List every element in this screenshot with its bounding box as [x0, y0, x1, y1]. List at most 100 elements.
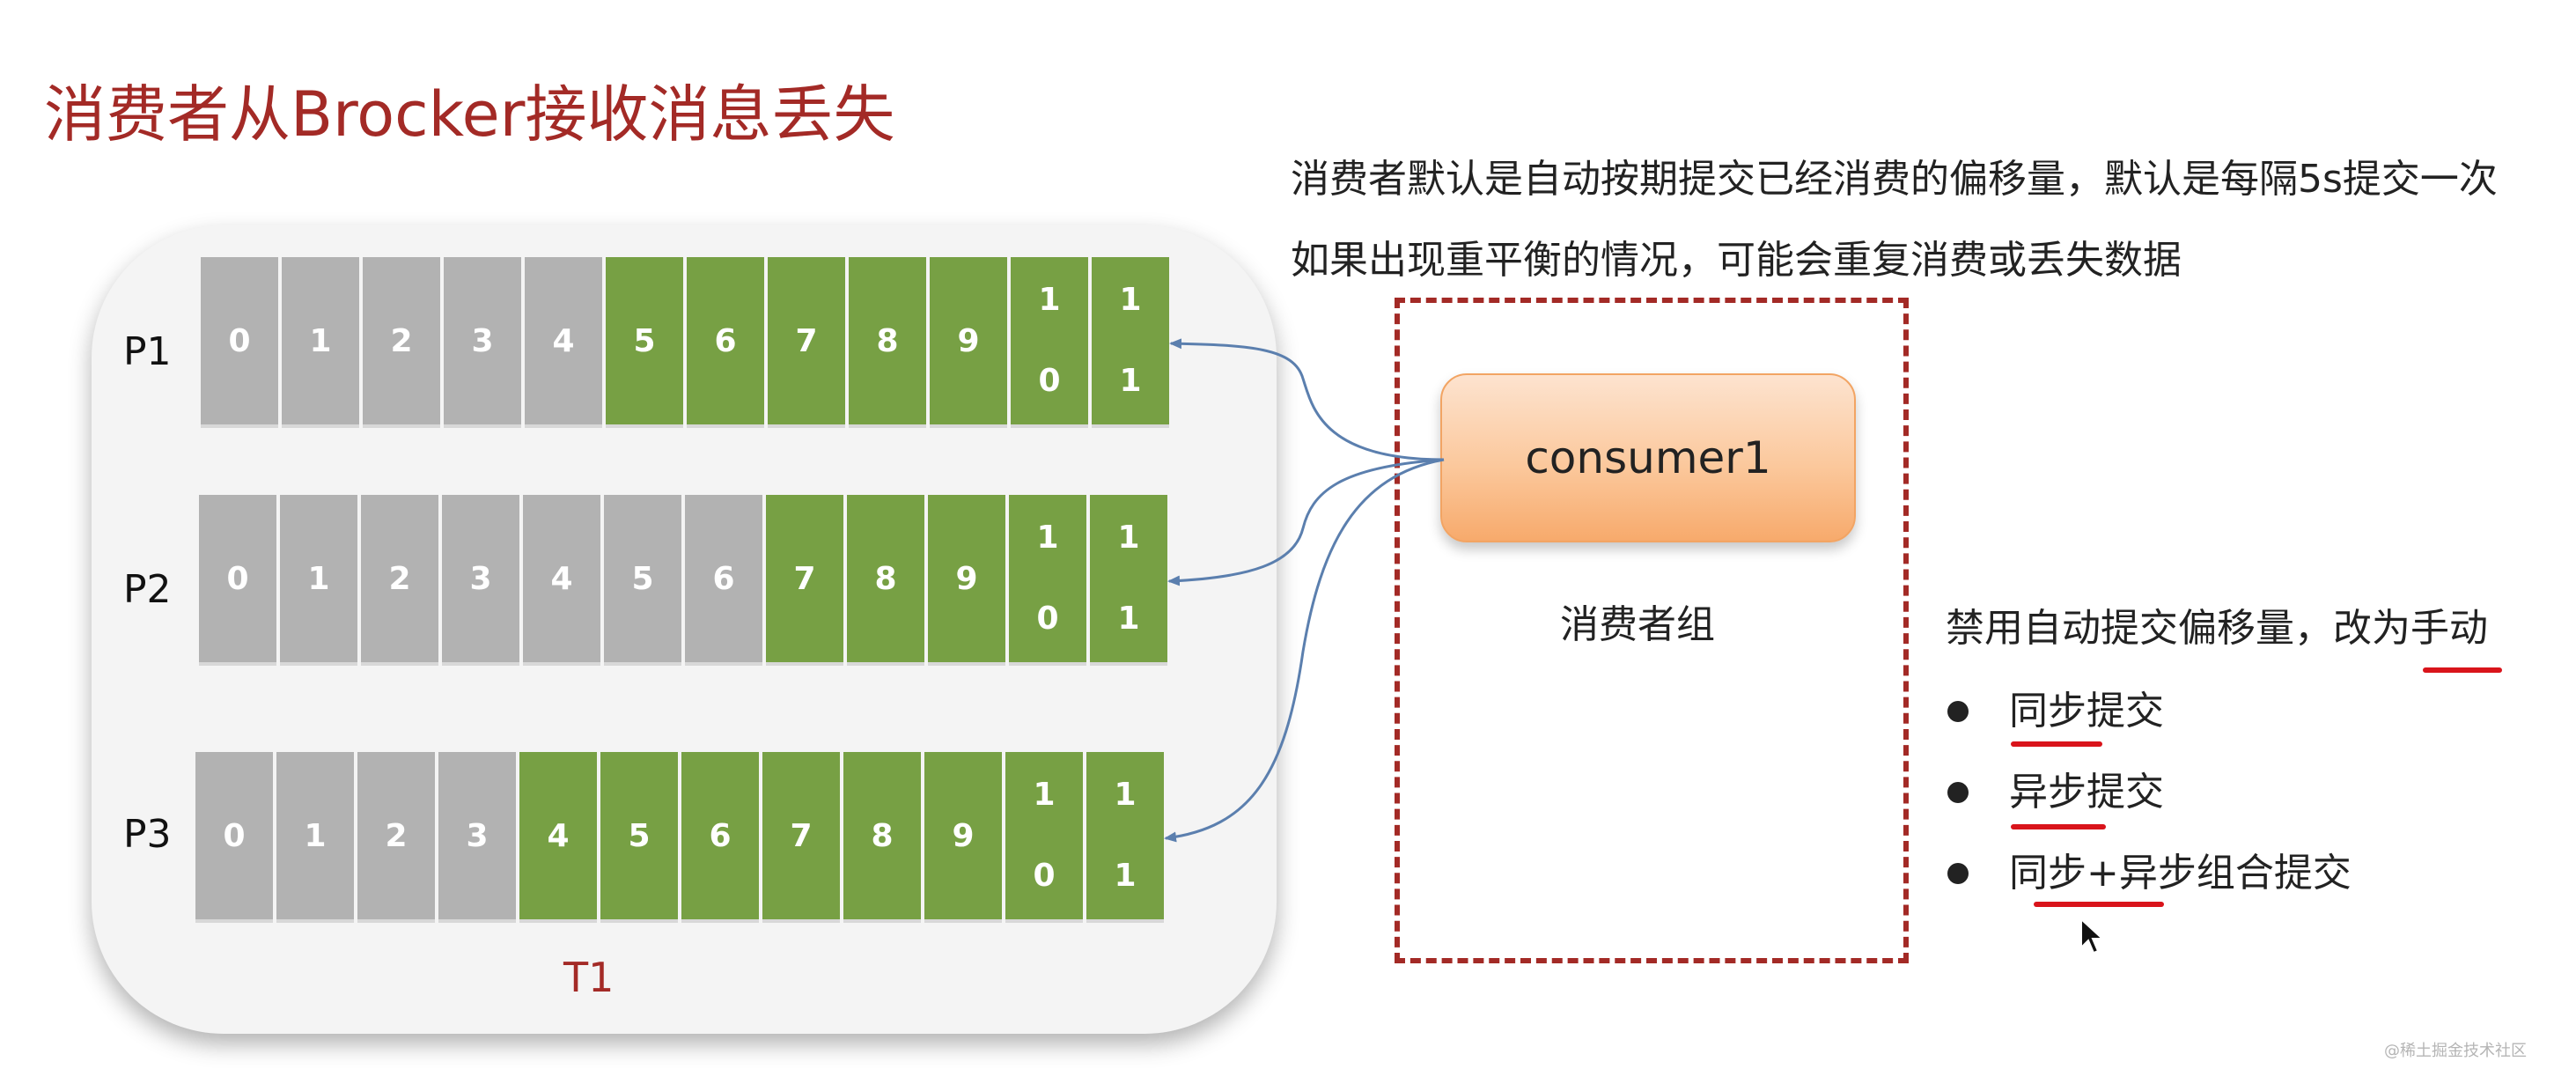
- solution-item-sync: 同步提交: [2009, 689, 2164, 734]
- offset-cell: 8: [847, 495, 924, 662]
- offset-value: 6: [714, 322, 737, 359]
- offset-cell: 1: [276, 752, 354, 919]
- offset-value: 0: [228, 322, 251, 359]
- offset-value: 9: [957, 322, 980, 359]
- offset-cell: 9: [928, 495, 1005, 662]
- partition-label-p2: P2: [123, 567, 172, 612]
- offset-cell: 11: [1086, 752, 1164, 919]
- offset-value: 5: [628, 817, 651, 854]
- offset-value: 11: [1119, 282, 1142, 399]
- offset-cell: 11: [1090, 495, 1167, 662]
- watermark: @稀土掘金技术社区: [2384, 1042, 2527, 1060]
- offset-cell: 9: [930, 257, 1007, 424]
- offset-cell: 5: [600, 752, 678, 919]
- offset-value: 2: [388, 560, 411, 597]
- offset-cell: 4: [519, 752, 597, 919]
- offset-cell: 8: [843, 752, 921, 919]
- offset-value: 3: [466, 817, 489, 854]
- offset-cell: 0: [201, 257, 278, 424]
- offset-value: 9: [952, 817, 975, 854]
- offset-value: 8: [876, 322, 899, 359]
- offset-cell: 7: [766, 495, 843, 662]
- offset-value: 5: [631, 560, 654, 597]
- solution-item-async: 异步提交: [2009, 770, 2164, 815]
- offset-value: 3: [469, 560, 492, 597]
- description-line-2: 如果出现重平衡的情况，可能会重复消费或丢失数据: [1291, 238, 2182, 283]
- offset-cell: 3: [444, 257, 521, 424]
- offset-value: 2: [390, 322, 413, 359]
- arrow-to-p1: [1169, 338, 1445, 461]
- offset-cell: 6: [685, 495, 762, 662]
- solution-heading: 禁用自动提交偏移量，改为手动: [1946, 606, 2488, 651]
- offset-cell: 4: [523, 495, 600, 662]
- underline-combined: [2034, 902, 2164, 907]
- offset-value: 6: [712, 560, 735, 597]
- offset-value: 11: [1117, 520, 1140, 637]
- offset-value: 0: [223, 817, 246, 854]
- partition-label-p1: P1: [123, 329, 172, 374]
- offset-cell: 2: [363, 257, 440, 424]
- offset-value: 8: [874, 560, 897, 597]
- offset-value: 4: [547, 817, 570, 854]
- mouse-pointer-icon: [2080, 918, 2104, 955]
- solution-item-combined: 同步+异步组合提交: [2009, 851, 2352, 896]
- consumer-label: consumer1: [1525, 432, 1771, 483]
- offset-value: 1: [307, 560, 330, 597]
- offset-cell: 3: [438, 752, 516, 919]
- partition-row-p3: 0 1 2 3 4 5 6 7 8 9 10 11: [195, 752, 1164, 919]
- offset-cell: 10: [1005, 752, 1083, 919]
- offset-cell: 4: [525, 257, 602, 424]
- offset-cell: 5: [604, 495, 681, 662]
- offset-value: 11: [1114, 777, 1137, 894]
- offset-value: 10: [1036, 520, 1059, 637]
- consumer-group-box: [1395, 298, 1909, 963]
- offset-cell: 6: [687, 257, 764, 424]
- offset-value: 9: [955, 560, 978, 597]
- consumer-group-label: 消费者组: [1560, 602, 1715, 647]
- bullet-dot-1: [1947, 701, 1969, 722]
- offset-cell: 7: [762, 752, 840, 919]
- offset-value: 7: [790, 817, 813, 854]
- offset-value: 8: [871, 817, 894, 854]
- offset-value: 4: [550, 560, 573, 597]
- arrow-to-p3: [1164, 458, 1445, 843]
- offset-value: 5: [633, 322, 656, 359]
- offset-cell: 11: [1092, 257, 1169, 424]
- underline-sync: [2011, 741, 2102, 747]
- offset-value: 10: [1038, 282, 1061, 399]
- offset-cell: 0: [199, 495, 276, 662]
- partition-label-p3: P3: [123, 812, 172, 857]
- slide-title: 消费者从Brocker接收消息丢失: [44, 78, 895, 151]
- offset-value: 4: [552, 322, 575, 359]
- offset-cell: 2: [361, 495, 438, 662]
- offset-cell: 7: [768, 257, 845, 424]
- offset-cell: 10: [1009, 495, 1086, 662]
- offset-cell: 8: [849, 257, 926, 424]
- description-line-1: 消费者默认是自动按期提交已经消费的偏移量，默认是每隔5s提交一次: [1291, 157, 2498, 202]
- offset-cell: 6: [681, 752, 759, 919]
- offset-cell: 3: [442, 495, 519, 662]
- offset-cell: 0: [195, 752, 273, 919]
- bullet-dot-2: [1947, 782, 1969, 803]
- offset-value: 1: [304, 817, 327, 854]
- arrow-to-p2: [1167, 458, 1445, 586]
- underline-manual: [2423, 667, 2502, 673]
- offset-cell: 1: [280, 495, 357, 662]
- bullet-dot-3: [1947, 863, 1969, 884]
- offset-value: 6: [709, 817, 732, 854]
- offset-cell: 5: [606, 257, 683, 424]
- underline-async: [2011, 824, 2106, 829]
- offset-cell: 1: [282, 257, 359, 424]
- offset-value: 1: [309, 322, 332, 359]
- topic-label: T1: [563, 954, 615, 1001]
- offset-cell: 9: [924, 752, 1002, 919]
- offset-value: 7: [795, 322, 818, 359]
- offset-value: 2: [385, 817, 408, 854]
- consumer-node: consumer1: [1440, 373, 1856, 542]
- offset-value: 7: [793, 560, 816, 597]
- offset-value: 10: [1033, 777, 1056, 894]
- offset-cell: 10: [1011, 257, 1088, 424]
